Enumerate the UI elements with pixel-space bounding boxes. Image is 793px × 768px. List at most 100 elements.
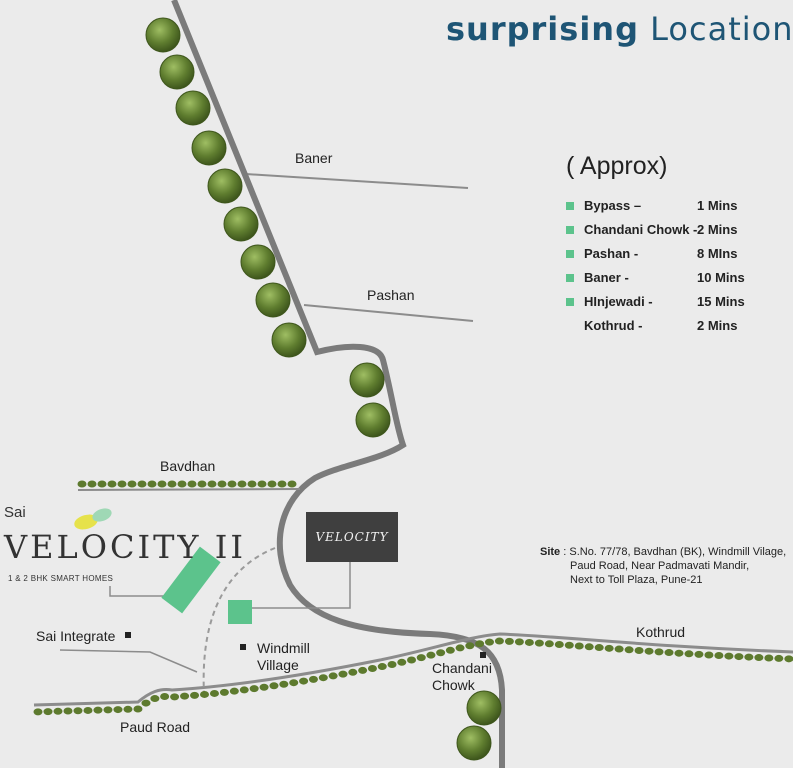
shrub-icon <box>514 638 524 646</box>
logo-name: VELOCITY II <box>4 528 246 566</box>
shrub-icon <box>407 656 417 664</box>
shrub-icon <box>654 648 664 656</box>
shrub-icon <box>664 649 674 657</box>
sai-integrate-label: Sai Integrate <box>36 628 116 644</box>
baner-road <box>245 173 469 189</box>
chandani-label: Chandani <box>432 660 492 676</box>
tree-icon <box>349 362 385 398</box>
baner-label: Baner <box>295 150 333 166</box>
shrub-icon <box>574 642 584 650</box>
shrub-icon <box>714 652 724 660</box>
tree-icon <box>223 206 259 242</box>
shrub-icon <box>269 682 279 690</box>
travel-time: 8 MIns <box>697 246 738 261</box>
travel-time-title: ( Approx) <box>566 152 668 180</box>
shrub-icon <box>436 649 446 657</box>
shrub-icon <box>53 707 63 715</box>
shrub-icon <box>524 638 534 646</box>
paud-road-label: Paud Road <box>120 719 191 735</box>
bullet-marker <box>566 226 574 234</box>
shrub-icon <box>73 707 83 715</box>
shrub-icon <box>123 705 133 713</box>
shrub-icon <box>107 480 117 488</box>
tree-markers <box>33 17 793 761</box>
shrub-icon <box>229 687 239 695</box>
paud-road <box>33 632 793 707</box>
sai-integrate-marker <box>125 632 131 638</box>
travel-place: Bypass – <box>584 198 642 213</box>
shrub-icon <box>397 658 407 666</box>
shrub-icon <box>287 480 297 488</box>
shrub-icon <box>87 480 97 488</box>
shrub-icon <box>190 691 200 699</box>
shrub-icon <box>83 706 93 714</box>
shrub-icon <box>604 644 614 652</box>
tree-icon <box>159 54 195 90</box>
shrub-icon <box>279 680 289 688</box>
title-light: Location <box>650 10 793 48</box>
bavdhan-road <box>77 488 301 491</box>
shrub-icon <box>416 654 426 662</box>
tree-icon <box>456 725 492 761</box>
shrub-icon <box>103 706 113 714</box>
shrub-icon <box>277 480 287 488</box>
pashan-road <box>303 304 474 322</box>
windmill-label: Windmill <box>257 640 310 656</box>
site-plot-marker <box>161 546 221 614</box>
shrub-icon <box>754 654 764 662</box>
shrub-icon <box>465 642 475 650</box>
shrub-icon <box>157 480 167 488</box>
shrub-icon <box>724 652 734 660</box>
tree-icon <box>191 130 227 166</box>
site-line-3: Next to Toll Plaza, Pune-21 <box>570 574 703 586</box>
tree-icon <box>466 690 502 726</box>
title-bold: surprising <box>446 10 639 48</box>
pashan-label: Pashan <box>367 287 415 303</box>
shrub-icon <box>348 668 358 676</box>
shrub-icon <box>475 640 485 648</box>
shrub-icon <box>299 677 309 685</box>
windmill-village-marker <box>240 644 246 650</box>
shrub-icon <box>227 480 237 488</box>
shrub-icon <box>308 675 318 683</box>
shrub-icon <box>634 647 644 655</box>
velocity-connector <box>250 562 351 609</box>
shrub-icon <box>217 480 227 488</box>
shrub-icon <box>127 480 137 488</box>
shrub-icon <box>117 480 127 488</box>
shrub-icon <box>564 641 574 649</box>
leaf-icon <box>74 508 112 530</box>
logo-sai: Sai <box>4 504 26 521</box>
bullet-marker <box>566 250 574 258</box>
tree-icon <box>271 322 307 358</box>
travel-place: Chandani Chowk - <box>584 222 698 237</box>
shrub-icon <box>494 637 504 645</box>
shrub-icon <box>63 707 73 715</box>
shrub-icon <box>328 672 338 680</box>
shrub-icon <box>77 480 87 488</box>
shrub-icon <box>219 688 229 696</box>
travel-place: Baner - <box>584 270 629 285</box>
site-label: Site <box>540 546 561 558</box>
shrub-icon <box>774 654 784 662</box>
shrub-icon <box>534 639 544 647</box>
shrub-icon <box>504 637 514 645</box>
shrub-icon <box>624 646 634 654</box>
page-title: surprising Location <box>446 10 793 48</box>
shrub-icon <box>43 708 53 716</box>
shrub-icon <box>141 699 151 707</box>
shrub-icon <box>167 480 177 488</box>
chowk-label: Chowk <box>432 677 475 693</box>
shrub-icon <box>247 480 257 488</box>
shrub-icon <box>338 670 348 678</box>
shrub-icon <box>249 685 259 693</box>
travel-time: 15 Mins <box>697 294 745 309</box>
velocity-site-marker <box>228 600 252 624</box>
shrub-icon <box>674 649 684 657</box>
shrub-icon <box>147 480 157 488</box>
shrub-icon <box>426 651 436 659</box>
travel-time: 2 Mins <box>697 222 738 237</box>
shrub-icon <box>33 708 43 716</box>
travel-time: 1 Mins <box>697 198 738 213</box>
shrub-icon <box>744 653 754 661</box>
